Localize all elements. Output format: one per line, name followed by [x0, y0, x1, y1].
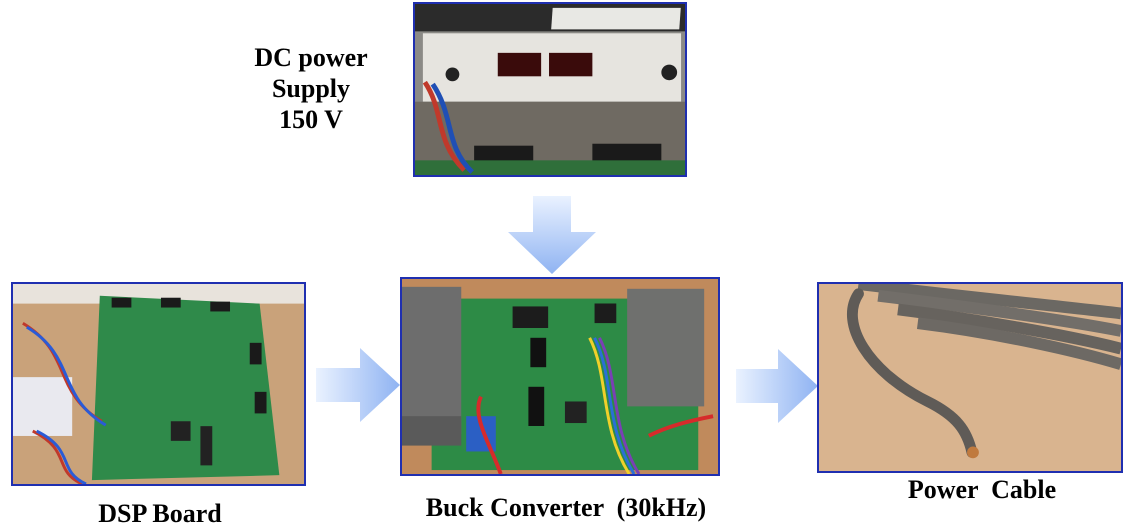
down-arrow-icon	[508, 196, 596, 274]
dsp-board-photo	[11, 282, 306, 486]
right-arrow-icon	[736, 349, 818, 423]
buck-converter-photo	[400, 277, 720, 476]
dc-supply-photo	[413, 2, 687, 177]
power-cable-label: Power Cable	[907, 475, 1057, 504]
dc-supply-label: DC power Supply 150 V	[254, 43, 368, 135]
buck-converter-label: Buck Converter (30kHz)	[425, 493, 707, 522]
dsp-board-label: DSP Board	[98, 499, 222, 528]
right-arrow-icon	[316, 348, 400, 422]
power-cable-photo	[817, 282, 1123, 473]
